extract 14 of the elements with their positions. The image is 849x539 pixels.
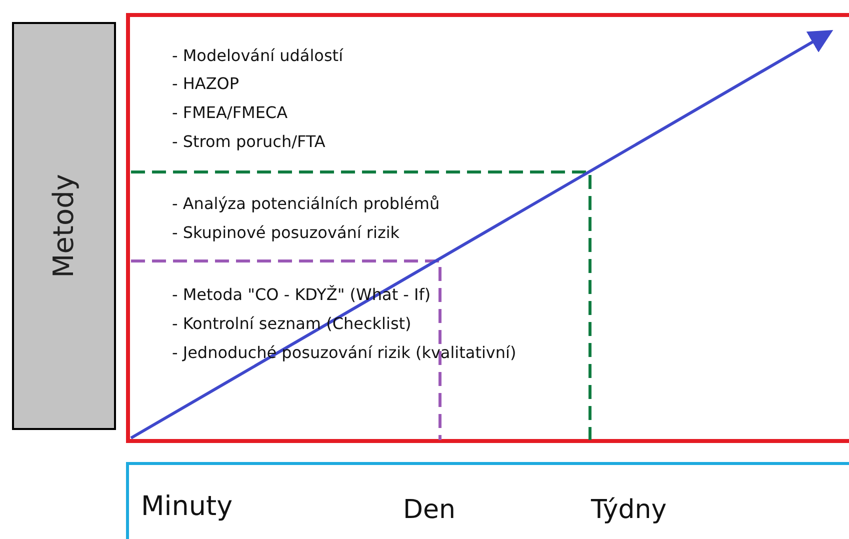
method-item: - Skupinové posuzování rizik [172,222,400,244]
time-label: Týdny [591,494,667,527]
axis-title: Metody [46,174,81,278]
method-item: - FMEA/FMECA [172,102,288,124]
method-axis-box [12,22,116,430]
time-scale-box [126,462,849,539]
method-item: - Analýza potenciálních problémů [172,193,440,215]
time-label: Den [403,494,456,527]
time-label: Minuty [141,490,233,524]
method-item: - Modelování událostí [172,45,344,67]
method-item: - Strom poruch/FTA [172,131,326,153]
method-item: - Jednoduché posuzování rizik (kvalitativní) [172,342,516,364]
method-item: - Kontrolní seznam (Checklist) [172,313,412,335]
method-item: - HAZOP [172,73,240,95]
